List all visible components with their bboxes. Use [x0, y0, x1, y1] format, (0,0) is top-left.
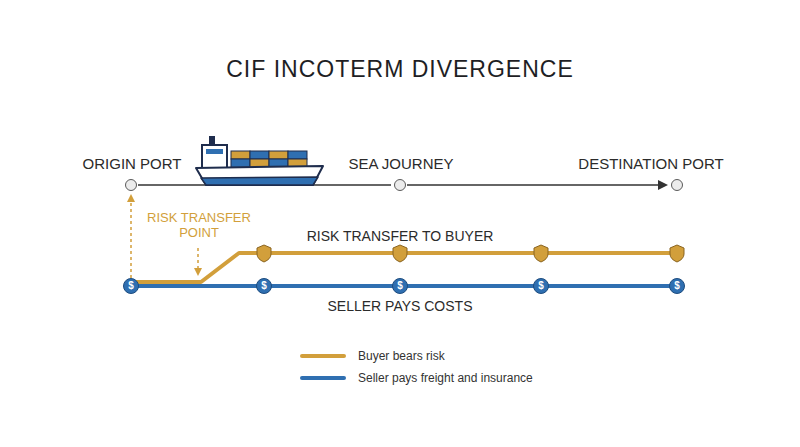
container — [269, 151, 288, 159]
container — [231, 151, 250, 159]
coin-icon — [124, 279, 139, 294]
coin-symbol: $ — [670, 279, 684, 293]
shield-icon — [670, 245, 684, 262]
cost-coins — [124, 279, 685, 294]
port-label: DESTINATION PORT — [578, 155, 723, 172]
port-circle: ORIGIN PORT — [125, 179, 137, 191]
ship-mast — [209, 136, 215, 145]
coin-symbol: $ — [124, 279, 138, 293]
legend-text: Buyer bears risk — [358, 348, 445, 364]
coin-symbol: $ — [257, 279, 271, 293]
dotted-pointer — [130, 198, 132, 278]
container — [250, 151, 269, 159]
hull-stripe — [201, 177, 318, 185]
legend-text: Seller pays freight and insurance — [358, 370, 533, 386]
shield-icon — [257, 245, 271, 262]
coin-icon — [534, 279, 549, 294]
coin-icon — [393, 279, 408, 294]
line-label: SELLER PAYS COSTS — [270, 298, 530, 314]
connector-line — [138, 184, 391, 186]
ship-hull — [196, 166, 323, 185]
line-label: RISK TRANSFER TO BUYER — [270, 228, 530, 244]
container-ship — [196, 136, 323, 185]
port-label: SEA JOURNEY — [348, 155, 453, 172]
ship-bridge — [202, 145, 227, 168]
ship-window — [206, 149, 223, 154]
arrow-head — [658, 180, 668, 190]
shield-icon — [393, 245, 407, 262]
coin-icon — [670, 279, 685, 294]
container — [288, 151, 307, 159]
coin-icon — [257, 279, 272, 294]
callout-text: RISK TRANSFER POINT — [134, 210, 264, 240]
port-circle: SEA JOURNEY — [394, 179, 406, 191]
shield-icon — [534, 245, 548, 262]
legend-swatch — [300, 376, 346, 380]
port-circle: DESTINATION PORT — [671, 179, 683, 191]
timeline-connector — [138, 185, 391, 186]
coin-symbol: $ — [534, 279, 548, 293]
connector-line — [407, 184, 660, 186]
port-label: ORIGIN PORT — [83, 155, 182, 172]
shield-icons — [257, 245, 684, 262]
legend-swatch — [300, 354, 346, 358]
coin-symbol: $ — [393, 279, 407, 293]
dotted-pointer — [197, 248, 199, 272]
timeline-connector — [407, 180, 668, 190]
diagram-title: CIF INCOTERM DIVERGENCE — [0, 56, 800, 83]
